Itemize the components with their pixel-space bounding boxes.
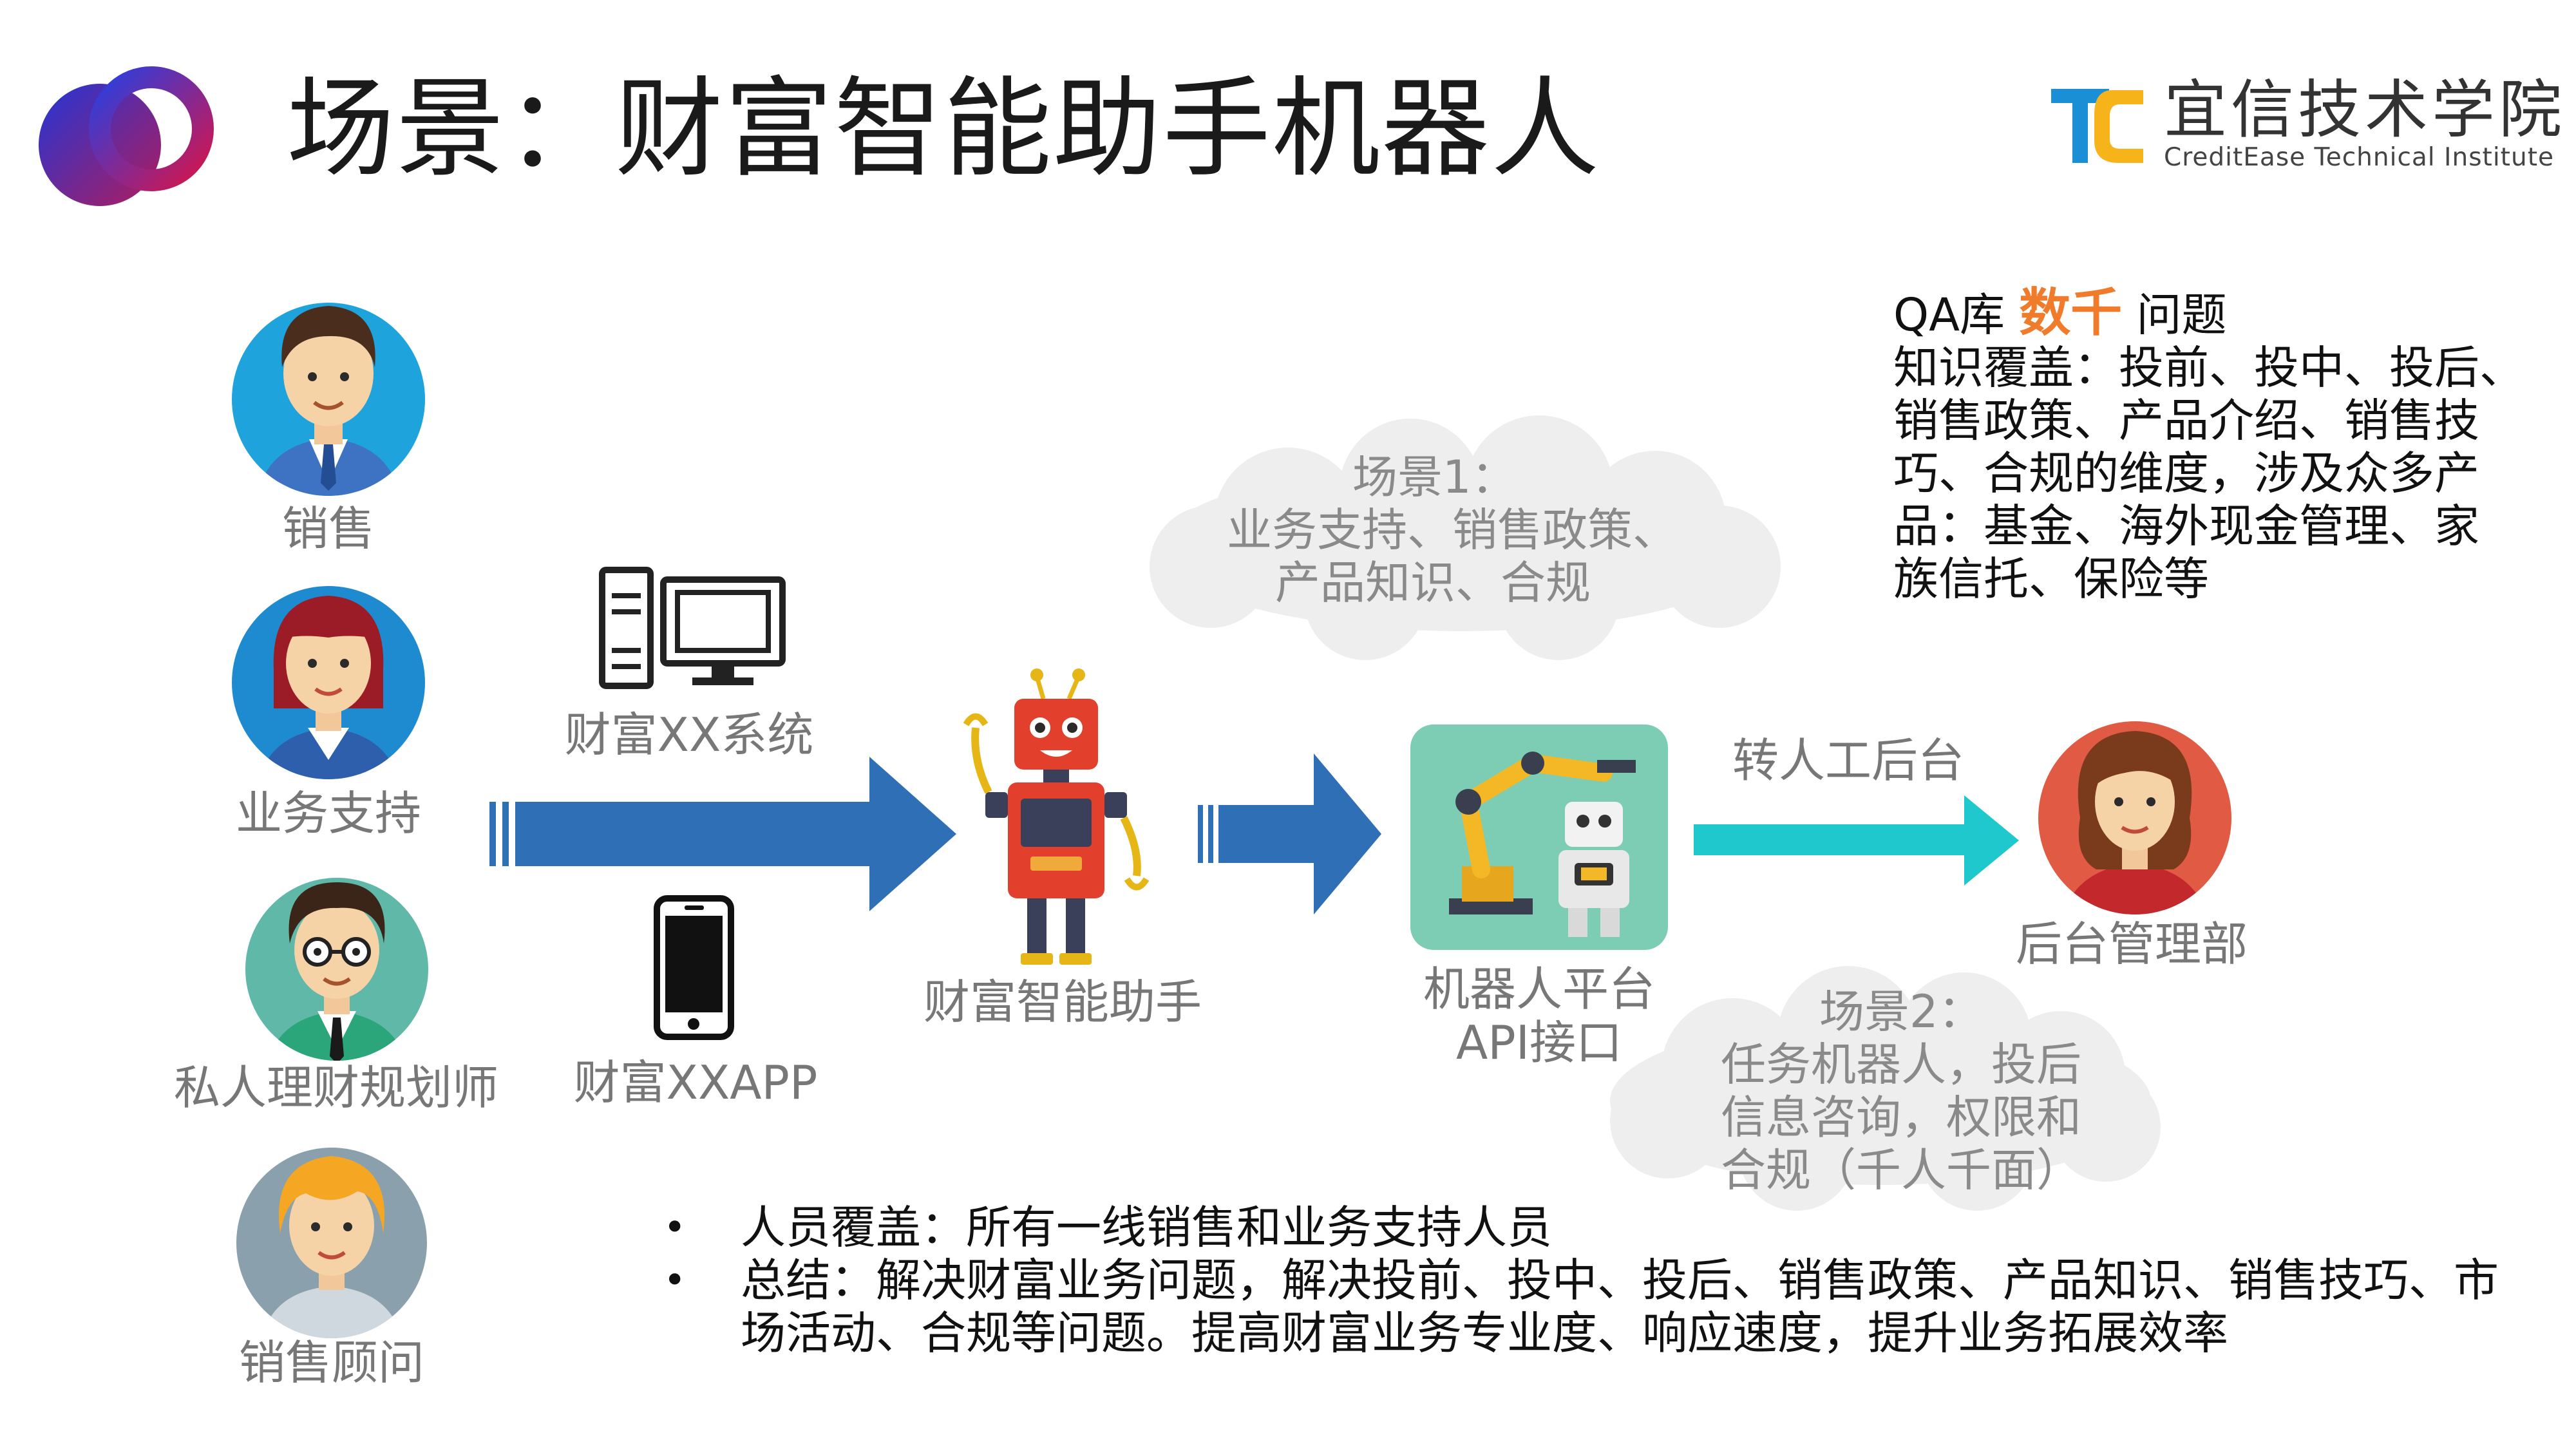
flow-arrow-to-assistant-icon: [489, 757, 956, 911]
qa-line5: 品：基金、海外现金管理、家: [1893, 500, 2479, 553]
financial-planner-avatar: [245, 878, 428, 1061]
scene1-title: 场景1：: [1352, 451, 1517, 504]
back-office-label: 后台管理部: [2015, 917, 2248, 971]
flow-arrow-to-platform-icon: [1198, 753, 1381, 914]
bullet-dot-icon: •: [663, 1205, 687, 1250]
scene2-line4: 合规（千人千面）: [1721, 1144, 2081, 1197]
bullet-item-summary: • 总结：解决财富业务问题，解决投前、投中、投后、销售政策、产品知识、销售技巧、…: [663, 1254, 2518, 1359]
handoff-arrow-icon: [1694, 795, 2019, 886]
channel-label-app: 财富XXAPP: [573, 1056, 818, 1110]
wealth-assistant-robot-icon: [963, 668, 1150, 965]
role-label-sales-consultant: 销售顾问: [238, 1336, 424, 1390]
creditease-logo-icon: [2051, 89, 2143, 163]
assistant-label: 财富智能助手: [923, 975, 1202, 1029]
brand-name-cn: 宜信技术学院: [2164, 73, 2566, 147]
back-office-avatar: [2038, 721, 2231, 914]
bullet-item-coverage: • 人员覆盖：所有一线销售和业务支持人员: [663, 1201, 2518, 1254]
scene2-line2: 任务机器人，投后: [1721, 1038, 2081, 1091]
scene2-cloud-icon: [1610, 966, 2161, 1211]
summary-bullets: • 人员覆盖：所有一线销售和业务支持人员 • 总结：解决财富业务问题，解决投前、…: [663, 1201, 2518, 1359]
channel-label-system: 财富XX系统: [564, 708, 814, 762]
scene2-title: 场景2：: [1819, 985, 1984, 1038]
bullet-text-summary: 总结：解决财富业务问题，解决投前、投中、投后、销售政策、产品知识、销售技巧、市场…: [741, 1254, 2499, 1359]
qa-info-block: QA库 数千 问题 知识覆盖：投前、投中、投后、 销售政策、产品介绍、销售技 巧…: [1893, 287, 2544, 606]
scene1-line2: 业务支持、销售政策、: [1227, 504, 1678, 556]
qa-suffix: 问题: [2122, 289, 2227, 341]
brand-name-en: CreditEase Technical Institute: [2164, 143, 2554, 172]
qa-line4: 巧、合规的维度，涉及众多产: [1893, 447, 2479, 500]
role-label-sales: 销售: [281, 502, 375, 556]
salesperson-avatar: [232, 303, 425, 496]
scene1-cloud-icon: [1150, 415, 1781, 660]
bullet-dot-icon: •: [663, 1258, 687, 1303]
mobile-phone-icon: [654, 895, 734, 1040]
page-title: 场景：财富智能助手机器人: [287, 66, 1600, 192]
business-support-avatar: [232, 586, 425, 779]
qa-line2: 知识覆盖：投前、投中、投后、: [1893, 341, 2524, 394]
platform-label-line1: 机器人平台: [1423, 962, 1655, 1016]
role-label-business-support: 业务支持: [235, 786, 421, 840]
ring-logo-icon: [39, 66, 214, 206]
robot-platform-icon: [1410, 724, 1668, 950]
scene1-line3: 产品知识、合规: [1275, 556, 1591, 609]
scene2-line3: 信息咨询，权限和: [1721, 1091, 2081, 1144]
role-label-financial-planner: 私人理财规划师: [174, 1061, 499, 1115]
qa-line3: 销售政策、产品介绍、销售技: [1893, 394, 2479, 447]
qa-line1: QA库 数千 问题: [1893, 287, 2544, 342]
qa-highlight-count: 数千: [2019, 283, 2123, 343]
qa-prefix: QA库: [1893, 289, 2020, 341]
bullet-text-coverage: 人员覆盖：所有一线销售和业务支持人员: [741, 1201, 1552, 1254]
qa-line6: 族信托、保险等: [1893, 553, 2209, 605]
sales-consultant-avatar: [236, 1148, 427, 1338]
platform-label-line2: API接口: [1456, 1016, 1622, 1070]
handoff-arrow-label: 转人工后台: [1732, 734, 1964, 788]
desktop-computer-icon: [599, 567, 786, 689]
